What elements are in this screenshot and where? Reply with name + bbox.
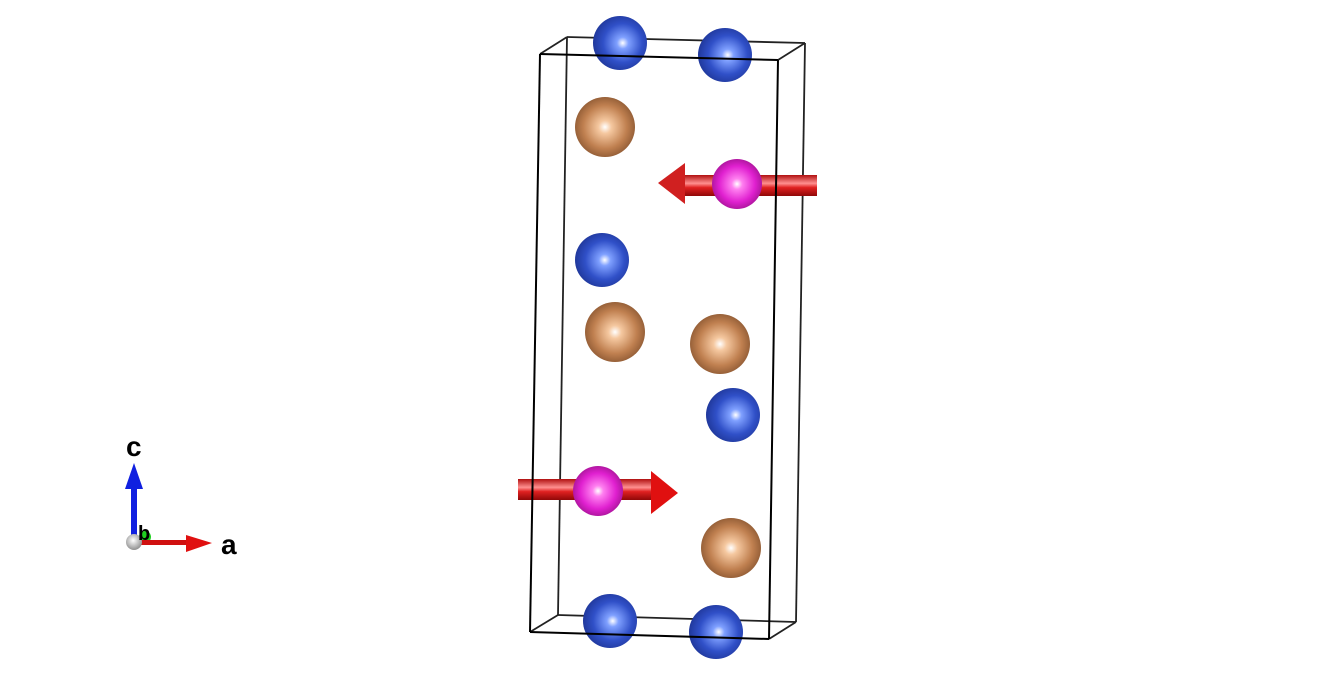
- atom-magenta[interactable]: [712, 159, 762, 209]
- atom-blue[interactable]: [583, 594, 637, 648]
- atom-bronze[interactable]: [585, 302, 645, 362]
- atom-blue[interactable]: [689, 605, 743, 659]
- axis-label-b: b: [138, 523, 150, 545]
- c-axis-arrow-icon: [125, 463, 143, 489]
- atom-blue[interactable]: [593, 16, 647, 70]
- spin-arrow-left: [658, 159, 817, 209]
- atom-blue[interactable]: [575, 233, 629, 287]
- atoms: [575, 16, 761, 659]
- atom-bronze[interactable]: [690, 314, 750, 374]
- axis-label-a: a: [221, 529, 237, 560]
- atom-bronze[interactable]: [575, 97, 635, 157]
- axis-indicator: c b a: [125, 431, 237, 560]
- atom-magenta[interactable]: [573, 466, 623, 516]
- axis-label-c: c: [126, 431, 142, 462]
- unit-cell-front-edges: [529, 53, 779, 640]
- atom-bronze[interactable]: [701, 518, 761, 578]
- a-axis-arrow-icon: [186, 535, 212, 552]
- atom-blue[interactable]: [706, 388, 760, 442]
- spin-arrow-right: [518, 466, 678, 516]
- unit-cell-back-edges: [529, 36, 806, 640]
- atom-blue[interactable]: [698, 28, 752, 82]
